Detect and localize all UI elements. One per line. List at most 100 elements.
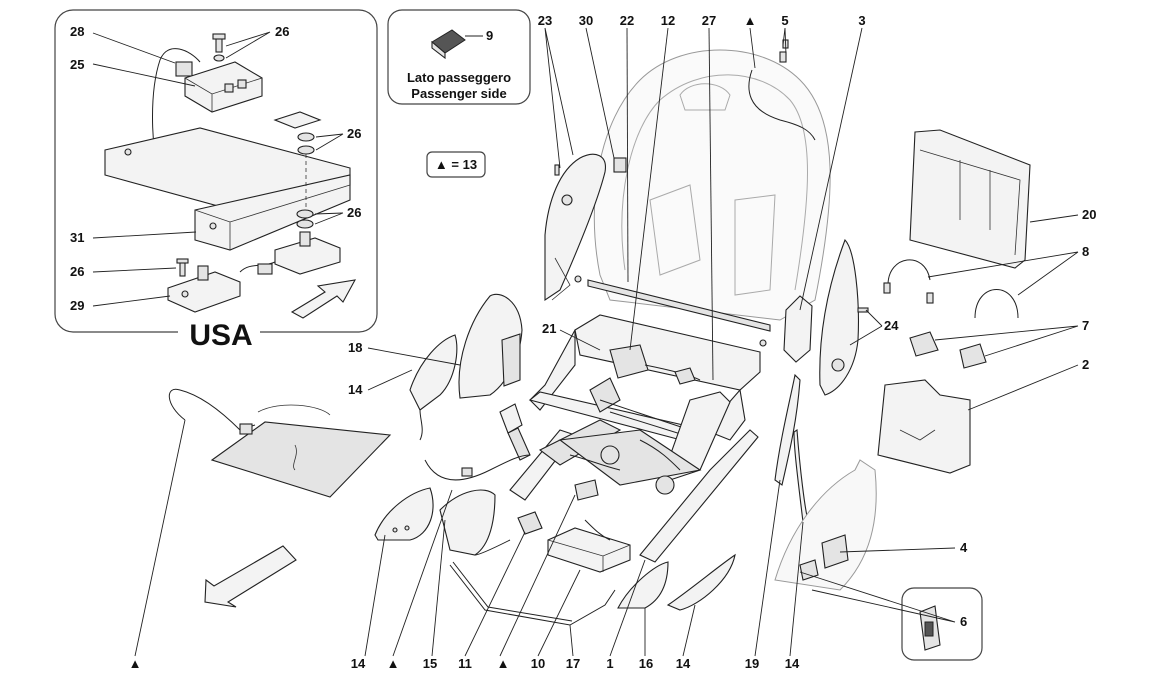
leader-triangle-harness	[499, 494, 576, 657]
frame-connector	[674, 367, 696, 385]
callout-27: 27	[702, 13, 716, 28]
callout-triangle: ▲	[387, 656, 400, 671]
recliner-motor	[783, 295, 813, 363]
callout-12: 12	[661, 13, 675, 28]
cable	[748, 69, 816, 141]
heater-harness	[168, 388, 256, 431]
sensor-bar-edges	[194, 184, 351, 250]
seat-frame	[528, 314, 761, 481]
callout-30: 30	[579, 13, 593, 28]
callout-26: 26	[347, 205, 361, 220]
callout-2: 2	[1082, 357, 1089, 372]
clip	[613, 157, 627, 173]
leader-14c	[682, 604, 696, 657]
screw-head	[176, 258, 189, 264]
leader-11	[464, 531, 526, 657]
sensor-cable	[239, 261, 276, 273]
trim-detail	[551, 257, 571, 301]
bar-hole	[209, 222, 217, 230]
side-trim-right	[819, 239, 859, 396]
trim-hole	[831, 358, 845, 372]
callout-8: 8	[1082, 244, 1089, 259]
heater-lead	[257, 404, 331, 416]
leader-27	[708, 27, 714, 381]
sensor-plug	[257, 263, 273, 275]
callout-26: 26	[347, 126, 361, 141]
screw	[779, 51, 787, 63]
leader-22	[626, 27, 629, 283]
leader	[92, 267, 177, 273]
leader-6	[799, 571, 956, 623]
callout-7: 7	[1082, 318, 1089, 333]
side-strip-inner	[793, 429, 809, 523]
trim-strip	[666, 553, 736, 611]
sensor-post	[299, 231, 311, 247]
frame-left-side	[529, 329, 576, 411]
leader-23	[544, 27, 574, 169]
callout-4: 4	[960, 540, 968, 555]
leader	[92, 32, 176, 64]
callout-triangle: ▲	[129, 656, 142, 671]
callout-3: 3	[858, 13, 865, 28]
callout-16: 16	[639, 656, 653, 671]
callout-14: 14	[785, 656, 800, 671]
seat-ecu	[547, 527, 631, 573]
seat-belt-buckle	[499, 403, 523, 434]
leader-3	[799, 27, 863, 311]
callout-17: 17	[566, 656, 580, 671]
ecu-edges	[547, 539, 631, 572]
leader	[92, 295, 171, 307]
screw-head	[212, 33, 226, 40]
leader-14b	[364, 534, 386, 657]
callout-10: 10	[531, 656, 545, 671]
usa-inset: USA	[54, 9, 378, 352]
legend-text: ▲ = 13	[435, 157, 477, 172]
module-port	[224, 83, 234, 93]
side-strip	[774, 373, 801, 486]
back-panel-detail	[919, 149, 1021, 256]
weight-sensor	[274, 237, 341, 275]
callout-22: 22	[620, 13, 634, 28]
switch-inset-frame	[901, 587, 983, 661]
cable-end	[883, 282, 891, 294]
leader-lines	[134, 27, 1079, 657]
leader-triangle-buckle	[392, 489, 453, 657]
callout-triangle: ▲	[744, 13, 757, 28]
cushion-switch-panel	[501, 333, 521, 387]
frame-top-rail	[574, 314, 761, 391]
leader-2	[967, 364, 1079, 411]
ecu-cable	[584, 519, 611, 541]
sensor-base	[167, 271, 241, 313]
callout-23: 23	[538, 13, 552, 28]
frame-bracket	[589, 377, 621, 413]
washer	[296, 219, 314, 229]
buckle-wire	[424, 454, 531, 481]
passenger-inset-frame	[387, 9, 531, 105]
leader	[314, 212, 344, 225]
torsion-rod	[587, 279, 771, 332]
control-module	[184, 61, 263, 113]
switch-block	[517, 511, 543, 535]
leader-4	[839, 547, 956, 553]
leader-20	[1029, 214, 1079, 223]
leader-5	[782, 27, 787, 56]
leader-15	[431, 519, 446, 657]
usa-title: USA	[189, 319, 252, 352]
legend: ▲ = 13	[426, 151, 486, 178]
right-rail	[639, 429, 759, 563]
rod-end	[574, 275, 582, 283]
trim-screw	[554, 164, 560, 176]
rail-cables	[569, 439, 681, 471]
mounting-plate	[877, 379, 971, 474]
plate-detail	[899, 429, 936, 441]
screw	[215, 37, 223, 53]
cover-cable	[474, 539, 511, 556]
passenger-label-it: Lato passeggero	[407, 70, 511, 85]
trim-hole	[561, 194, 573, 206]
release-rod	[449, 564, 616, 626]
callout-21: 21	[542, 321, 556, 336]
callout-11: 11	[458, 656, 472, 671]
shield-knob	[799, 559, 819, 581]
callout-19: 19	[745, 656, 759, 671]
seat-heater-mat	[210, 421, 392, 498]
